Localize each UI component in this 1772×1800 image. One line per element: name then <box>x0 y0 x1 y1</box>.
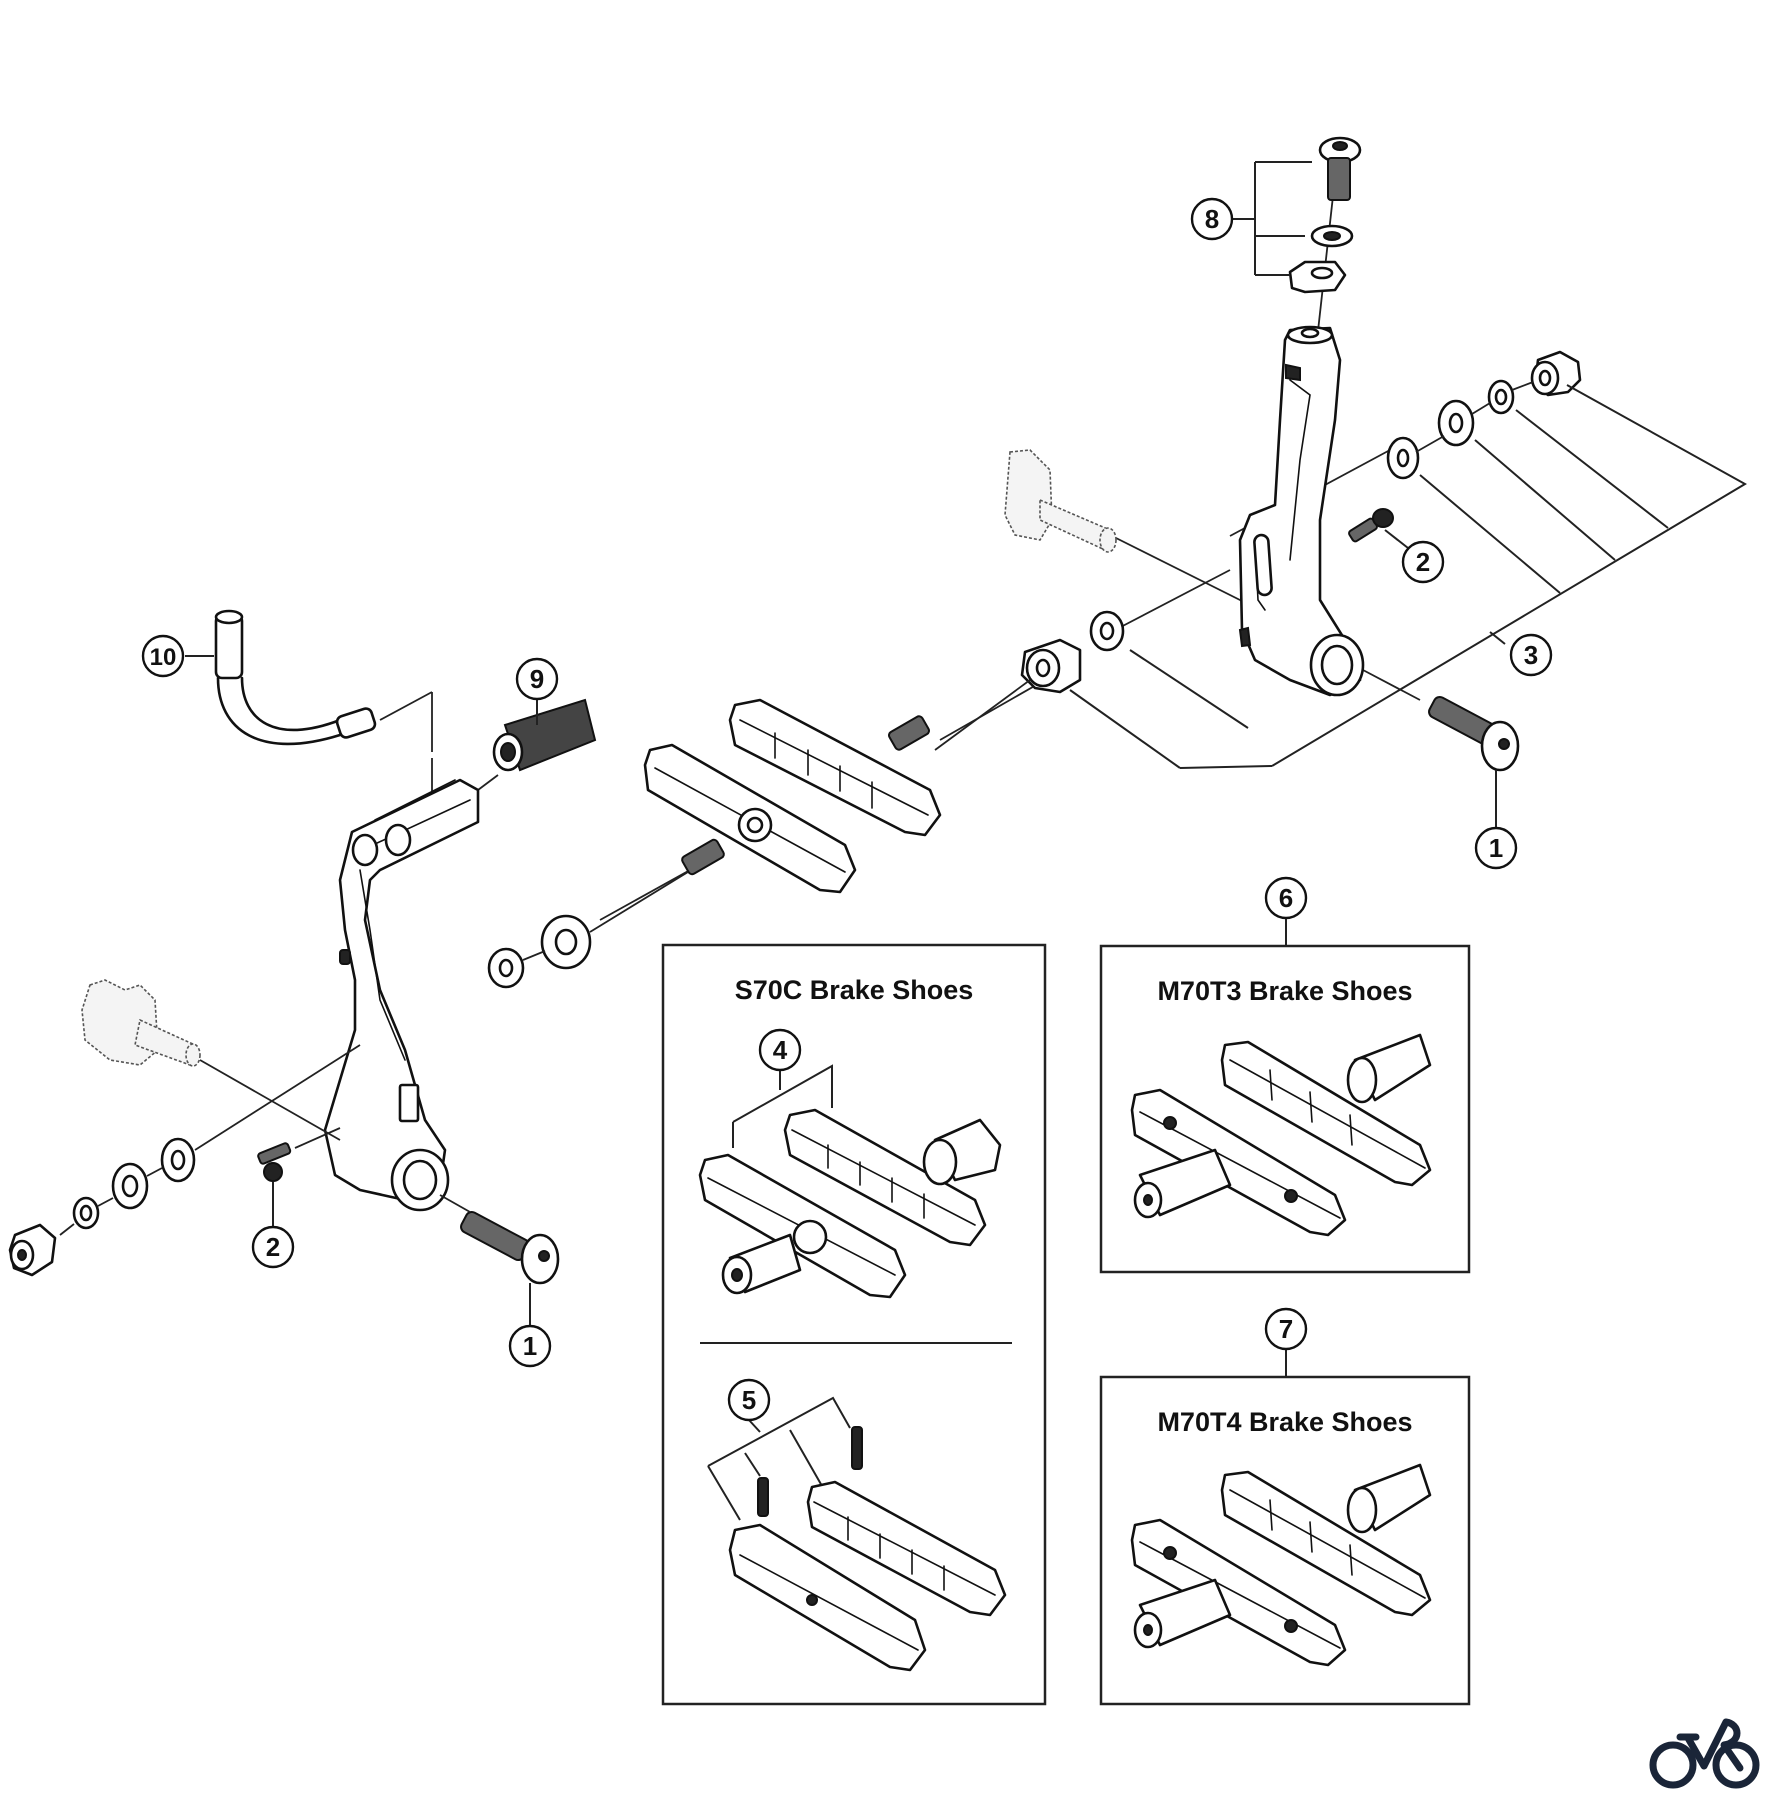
svg-text:4: 4 <box>773 1035 788 1065</box>
boot <box>477 698 597 791</box>
svg-text:7: 7 <box>1279 1314 1293 1344</box>
svg-text:1: 1 <box>1489 833 1503 863</box>
cable-fixing-bolt-set <box>1288 136 1362 294</box>
svg-text:1: 1 <box>523 1331 537 1361</box>
brake-arm-left <box>323 778 480 1212</box>
s70c-shoe-set <box>698 1064 1002 1299</box>
right-brake-arm-assembly <box>939 136 1748 772</box>
s70c-box-title: S70C Brake Shoes <box>735 975 974 1005</box>
callout-10[interactable]: 10 <box>141 634 185 678</box>
m70t3-box-title: M70T3 Brake Shoes <box>1157 976 1412 1006</box>
bicycle-logo-icon <box>1649 1718 1760 1789</box>
callout-3-bracket <box>1069 384 1748 769</box>
callout-8[interactable]: 8 <box>1190 197 1234 241</box>
callout-1-left[interactable]: 1 <box>508 1324 552 1368</box>
axis-line <box>599 869 691 921</box>
callout-9[interactable]: 9 <box>515 657 559 701</box>
shoe-washers-right <box>1020 610 1125 694</box>
m70t3-shoe-set <box>1130 1033 1432 1237</box>
inner-cable-lead <box>214 609 433 800</box>
svg-text:9: 9 <box>530 664 544 694</box>
callout-1-right[interactable]: 1 <box>1474 826 1518 870</box>
svg-text:6: 6 <box>1279 883 1293 913</box>
axis-line <box>1109 534 1261 611</box>
s70c-box: S70C Brake Shoes <box>661 943 1047 1706</box>
svg-text:2: 2 <box>1416 547 1430 577</box>
frame-boss-left <box>81 979 341 1141</box>
frame-boss-right <box>1004 449 1117 553</box>
axis-line <box>1114 569 1231 631</box>
adjusting-screw-left <box>257 1127 341 1182</box>
callout-4[interactable]: 4 <box>758 1028 802 1072</box>
axis-line <box>934 679 1031 751</box>
brake-arm-right <box>1238 325 1365 697</box>
fixing-bolt-left <box>439 1194 560 1285</box>
callout-3[interactable]: 3 <box>1509 633 1553 677</box>
callout-5[interactable]: 5 <box>727 1378 771 1422</box>
svg-text:10: 10 <box>150 644 177 671</box>
fixing-bolt-right <box>1428 695 1520 772</box>
m70t4-box: M70T4 Brake Shoes <box>1099 1348 1471 1706</box>
center-brake-shoes <box>487 679 1031 989</box>
callout-leaders <box>185 161 1497 1327</box>
left-brake-arm-assembly <box>8 609 597 1285</box>
svg-text:5: 5 <box>742 1385 756 1415</box>
svg-text:3: 3 <box>1524 640 1538 670</box>
callout-2-right[interactable]: 2 <box>1401 540 1445 584</box>
svg-text:2: 2 <box>266 1232 280 1262</box>
m70t4-box-title: M70T4 Brake Shoes <box>1157 1407 1412 1437</box>
washer-stack-right <box>1386 350 1582 480</box>
adjusting-screw-right <box>1348 508 1394 543</box>
svg-text:8: 8 <box>1205 204 1219 234</box>
callout-6[interactable]: 6 <box>1264 876 1308 920</box>
callout-7[interactable]: 7 <box>1264 1307 1308 1351</box>
washer-stack-left <box>8 1044 361 1277</box>
m70t3-box: M70T3 Brake Shoes <box>1099 918 1471 1274</box>
m70t4-shoe-set <box>1130 1463 1432 1667</box>
callout-2-left[interactable]: 2 <box>251 1225 295 1269</box>
axis-line <box>1362 669 1421 701</box>
s70c-cartridge-set <box>707 1396 1007 1672</box>
